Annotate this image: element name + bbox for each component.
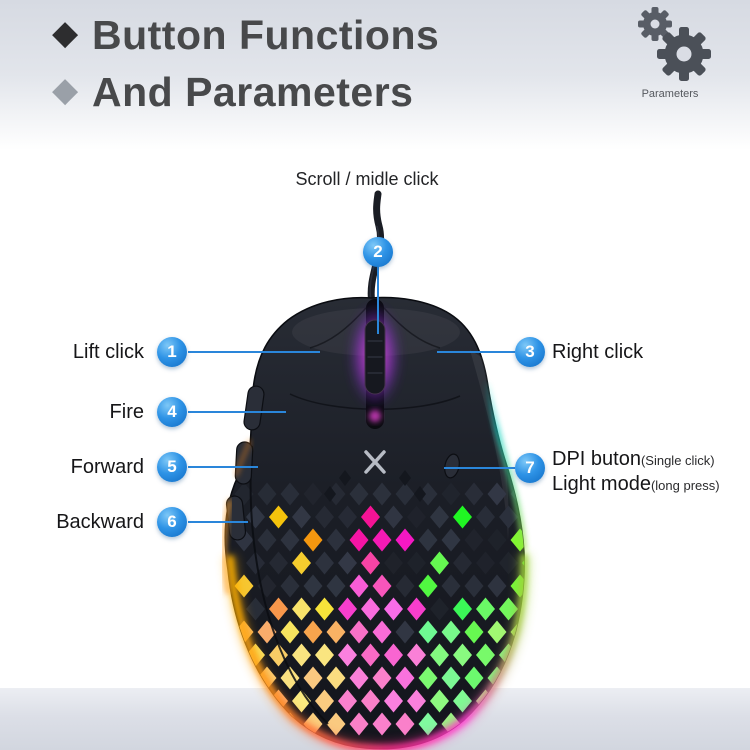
callout-line-7 <box>444 467 515 469</box>
callout-badge-3: 3 <box>515 337 545 367</box>
callout-line-3 <box>437 351 515 353</box>
fire-button-shape <box>243 385 265 431</box>
label-right-click: Right click <box>552 341 644 363</box>
title-diamond-gray-icon: ◆ <box>52 71 79 109</box>
callout-badge-4: 4 <box>157 397 187 427</box>
light-mode-text: Light mode <box>552 473 651 495</box>
title-diamond-dark-icon: ◆ <box>52 14 79 52</box>
brand-logo-icon <box>364 450 386 474</box>
scroll-wheel <box>349 299 401 429</box>
gear-icon-large <box>657 27 711 81</box>
side-buttons <box>225 385 460 541</box>
rgb-rim-glow <box>222 381 531 750</box>
label-backward: Backward <box>56 511 144 533</box>
light-mode-subtext: (long press) <box>650 478 720 493</box>
callout-line-6 <box>188 521 248 523</box>
title-line-1: Button Functions <box>92 12 440 58</box>
scroll-click-label: Scroll / midle click <box>295 169 439 189</box>
label-light-mode: Light mode(long press) <box>552 473 720 497</box>
label-dpi-button: DPI buton(Single click) <box>552 448 715 472</box>
forward-button-shape <box>234 441 254 485</box>
callout-badge-5: 5 <box>157 452 187 482</box>
callout-badge-2: 2 <box>363 237 393 267</box>
diamond-cutouts <box>324 470 426 502</box>
gear-icon-small <box>638 7 672 41</box>
top-band <box>0 0 750 150</box>
label-fire: Fire <box>109 401 144 423</box>
callout-line-5 <box>188 466 258 468</box>
callout-badge-1: 1 <box>157 337 187 367</box>
label-forward: Forward <box>70 456 144 478</box>
gears-graphic <box>638 7 711 81</box>
callout-line-4 <box>188 411 286 413</box>
dpi-button-text: DPI buton <box>552 448 641 470</box>
callout-badge-7: 7 <box>515 453 545 483</box>
callout-line-1 <box>188 351 320 353</box>
title-line-2: And Parameters <box>92 69 414 115</box>
callout-line-2 <box>377 266 379 334</box>
gears-caption: Parameters <box>641 88 699 100</box>
dpi-button-subtext: (Single click) <box>640 453 715 468</box>
label-lift-click: Lift click <box>72 341 144 363</box>
callout-badge-6: 6 <box>157 507 187 537</box>
